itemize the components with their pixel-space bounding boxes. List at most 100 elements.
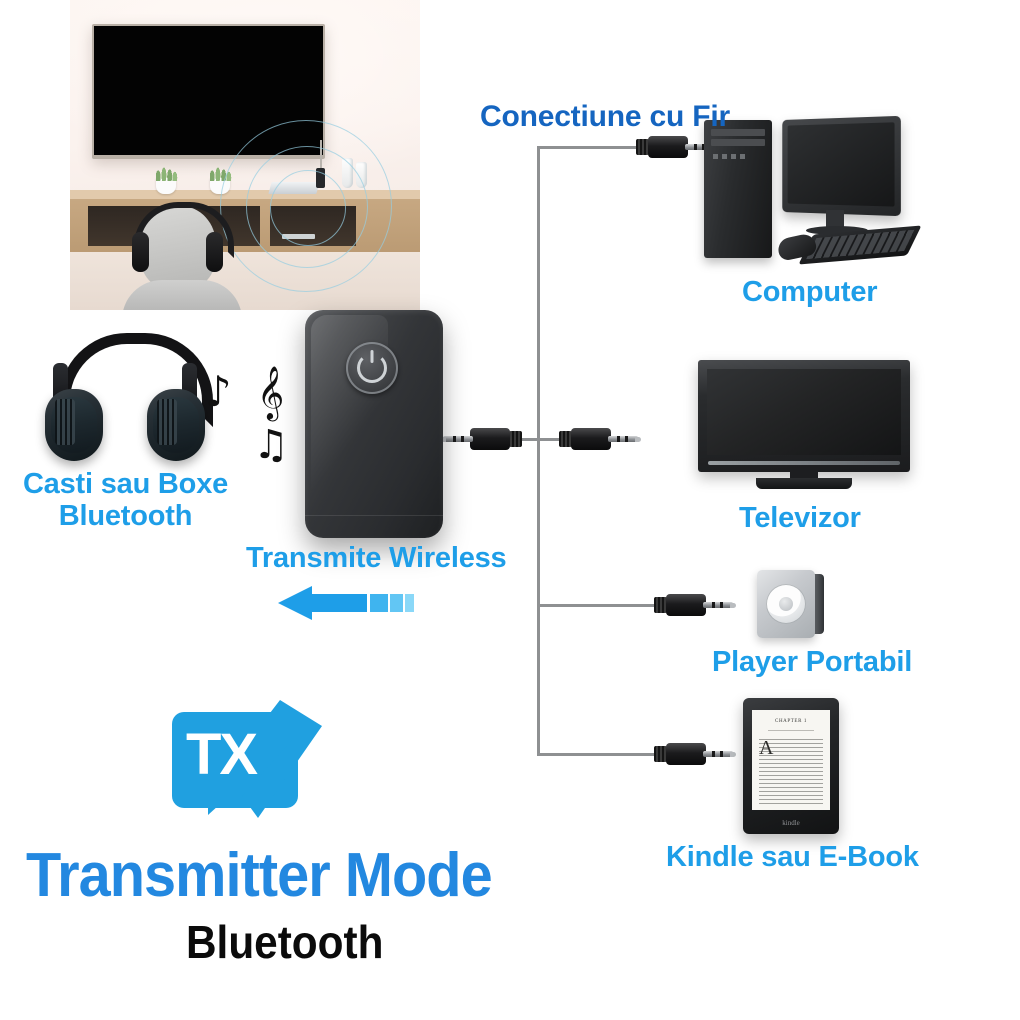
- tv-stand-neck: [790, 468, 818, 480]
- jack-cord: [640, 752, 656, 756]
- ebook-chapter-heading: CHAPTER 1: [775, 719, 807, 724]
- beamed-notes-icon: ♫: [253, 422, 289, 468]
- tx-logo-text: TX: [186, 722, 258, 787]
- pc-front-ports: [713, 154, 747, 159]
- cable-branch-computer: [537, 146, 629, 149]
- person-with-headphones: [122, 202, 242, 310]
- device-seam: [305, 515, 443, 516]
- worn-headphone-cup-left: [132, 232, 149, 272]
- jack-barrel: [666, 743, 706, 765]
- jack-cord: [640, 603, 656, 607]
- audio-jack-transmitter-left: [440, 426, 536, 452]
- label-headphones-speakers: Casti sau Boxe Bluetooth: [22, 468, 229, 533]
- tv-bezel: [698, 360, 910, 472]
- ebook-body: CHAPTER 1 A kindle: [743, 698, 839, 834]
- audio-jack-player: [640, 592, 736, 618]
- pc-drive-bay-1: [711, 129, 765, 136]
- ebook-chapter-rule: [768, 730, 814, 731]
- wireless-direction-arrow: [278, 586, 414, 620]
- jack-barrel: [648, 136, 688, 158]
- jack-pin: [703, 602, 733, 608]
- pc-tower: [704, 120, 772, 258]
- worn-headphone-cup-right: [206, 232, 223, 272]
- audio-jack-computer: [622, 134, 718, 160]
- headphone-earcup-left: [45, 389, 103, 461]
- transmitter-mode-title: Transmitter Mode: [26, 841, 493, 910]
- ebook-body-text-lines: [759, 739, 823, 804]
- signal-wave-1: [220, 120, 392, 292]
- ebook-reader-illustration: CHAPTER 1 A kindle: [743, 698, 839, 834]
- label-transmit-wireless: Transmite Wireless: [246, 542, 507, 574]
- label-portable-player: Player Portabil: [712, 646, 913, 678]
- jack-barrel: [571, 428, 611, 450]
- power-icon: [357, 353, 387, 383]
- jack-pin: [608, 436, 638, 442]
- pc-monitor-screen: [787, 122, 895, 207]
- pc-monitor-base: [806, 226, 868, 235]
- jack-cord: [545, 437, 561, 441]
- jack-tip: [730, 602, 736, 608]
- pc-keyboard-keys: [806, 229, 915, 260]
- tx-logo: TX: [172, 700, 322, 818]
- bluetooth-transmitter-device: [305, 310, 443, 538]
- headphone-earcup-right: [147, 389, 205, 461]
- tv-screen: [707, 369, 901, 455]
- label-computer: Computer: [742, 276, 878, 308]
- pc-monitor: [782, 115, 901, 217]
- jack-pin: [443, 436, 473, 442]
- audio-jack-ebook: [640, 741, 736, 767]
- arrow-segment-2: [370, 594, 388, 612]
- jack-grip: [654, 597, 667, 613]
- jack-barrel: [470, 428, 510, 450]
- label-wired-connection: Conectiune cu Fir: [480, 100, 730, 133]
- player-side-edge: [813, 574, 824, 634]
- television-illustration: [698, 360, 910, 490]
- jack-grip: [636, 139, 649, 155]
- person-shoulders: [122, 280, 242, 310]
- tv-stand-foot: [756, 478, 852, 489]
- jack-grip: [654, 746, 667, 762]
- ebook-brand-label: kindle: [782, 819, 800, 827]
- plant-pot-left: [156, 178, 176, 194]
- audio-jack-television-feed: [545, 426, 641, 452]
- jack-cord: [622, 145, 638, 149]
- jack-pin: [685, 144, 715, 150]
- ebook-drop-cap: A: [759, 737, 774, 759]
- living-room-scene: [70, 0, 420, 310]
- jack-grip: [509, 431, 522, 447]
- label-ebook-reader: Kindle sau E-Book: [666, 841, 919, 873]
- player-click-wheel: [766, 584, 806, 624]
- pc-monitor-stand: [826, 210, 844, 228]
- pc-drive-bay-2: [711, 139, 765, 146]
- lightning-bolt-icon: [242, 700, 322, 818]
- earcup-ribs-left: [55, 399, 75, 445]
- earcup-ribs-right: [157, 399, 177, 445]
- arrow-head: [278, 586, 312, 620]
- jack-pin: [703, 751, 733, 757]
- label-television: Televizor: [739, 502, 861, 534]
- music-notes-group: ♪ 𝄞 ♫: [205, 365, 315, 475]
- portable-player-illustration: [757, 570, 829, 642]
- bluetooth-subtitle: Bluetooth: [186, 916, 384, 968]
- jack-cord: [520, 437, 536, 441]
- signal-wave-3: [270, 170, 346, 246]
- cable-branch-player: [537, 604, 647, 607]
- player-body: [757, 570, 815, 638]
- arrow-segment-3: [390, 594, 403, 612]
- cable-branch-ebook: [537, 753, 647, 756]
- signal-wave-2: [246, 146, 368, 268]
- jack-tip: [635, 436, 641, 442]
- tx-logo-tail: [208, 795, 230, 815]
- jack-grip: [559, 431, 572, 447]
- bluetooth-headphones: [45, 333, 213, 465]
- arrow-segment-1: [311, 594, 367, 612]
- desktop-computer-illustration: [700, 115, 922, 270]
- worn-headphone-band: [134, 202, 234, 258]
- cable-trunk-vertical: [537, 146, 540, 756]
- plant-leaves-left: [153, 161, 179, 181]
- eighth-note-icon: ♪: [205, 367, 232, 416]
- ebook-page: CHAPTER 1 A: [752, 710, 830, 810]
- power-button[interactable]: [346, 342, 398, 394]
- jack-barrel: [666, 594, 706, 616]
